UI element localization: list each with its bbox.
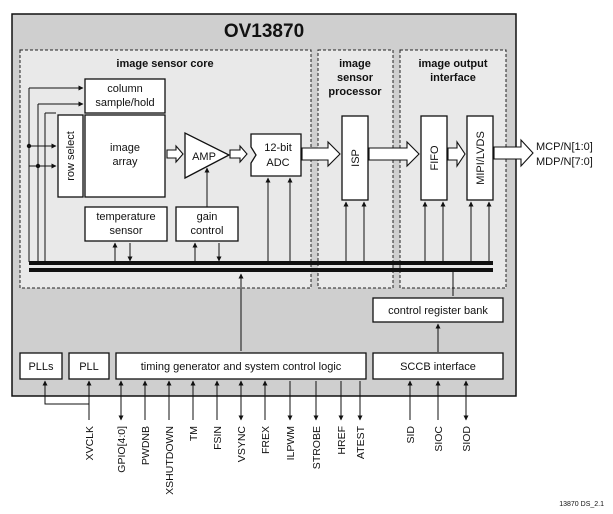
isp-block <box>341 115 369 201</box>
pin-sid: SID <box>405 426 417 444</box>
row-select-label: row select <box>65 131 77 181</box>
control-register-bank-block <box>372 297 504 323</box>
pin-ilpwm: ILPWM <box>285 426 297 460</box>
pin-sioc: SIOC <box>433 426 445 452</box>
gain-control-block <box>175 206 239 242</box>
sccb-label: SCCB interface <box>400 361 476 373</box>
control-register-label: control register bank <box>388 305 488 317</box>
document-code: 13870 DS_2.1 <box>559 501 604 508</box>
column-label-2: sample/hold <box>95 97 154 109</box>
row-select-block <box>57 114 84 198</box>
pin-siod: SIOD <box>461 426 473 452</box>
column-sample-hold-block <box>84 78 166 114</box>
pin-atest: ATEST <box>355 425 367 459</box>
output-mcp: MCP/N[1:0] <box>536 141 593 153</box>
section-isp-label-2: sensor <box>337 72 374 84</box>
isp-label: ISP <box>350 149 362 167</box>
plls-block <box>19 352 63 380</box>
pin-vsync: VSYNC <box>236 426 248 463</box>
pin-tm: TM <box>188 426 200 441</box>
image-array-label-2: array <box>112 156 138 168</box>
timing-generator-block <box>115 352 367 380</box>
pin-frex: FREX <box>260 426 272 454</box>
mipi-lvds-block <box>466 115 494 201</box>
adc-label-2: ADC <box>266 157 289 169</box>
image-array-label-1: image <box>110 142 140 154</box>
pin-href: HREF <box>336 426 348 455</box>
gain-label-2: control <box>190 225 223 237</box>
fifo-block <box>420 115 448 201</box>
temperature-label-2: sensor <box>109 225 142 237</box>
pll-label: PLL <box>79 361 99 373</box>
sccb-interface-block <box>372 352 504 380</box>
timing-generator-label: timing generator and system control logi… <box>141 361 342 373</box>
amp-label: AMP <box>192 151 216 163</box>
chip-title: OV13870 <box>224 21 304 42</box>
temperature-sensor-block <box>84 206 168 242</box>
section-output-label-1: image output <box>418 58 487 70</box>
section-isp-label-1: image <box>339 58 371 70</box>
pll-block <box>68 352 110 380</box>
image-array-block <box>84 114 166 198</box>
section-output-label-2: interface <box>430 72 476 84</box>
pin-xshutdown: XSHUTDOWN <box>164 426 176 495</box>
fifo-label: FIFO <box>429 145 441 170</box>
temperature-label-1: temperature <box>96 211 155 223</box>
section-core-label: image sensor core <box>116 58 213 70</box>
pin-gpio: GPIO[4:0] <box>116 426 128 473</box>
output-mdp: MDP/N[7:0] <box>536 156 593 168</box>
plls-label: PLLs <box>28 361 54 373</box>
pin-strobe: STROBE <box>311 426 323 469</box>
pin-fsin: FSIN <box>212 426 224 450</box>
pin-pwdnb: PWDNB <box>140 426 152 465</box>
adc-block <box>250 133 302 177</box>
column-label-1: column <box>107 83 142 95</box>
mipi-label: MIPI/LVDS <box>475 131 487 185</box>
gain-label-1: gain <box>197 211 218 223</box>
pin-xvclk: XVCLK <box>84 426 96 460</box>
section-isp-label-3: processor <box>328 86 382 98</box>
amp-triangle <box>184 131 231 180</box>
adc-label-1: 12-bit <box>264 142 292 154</box>
